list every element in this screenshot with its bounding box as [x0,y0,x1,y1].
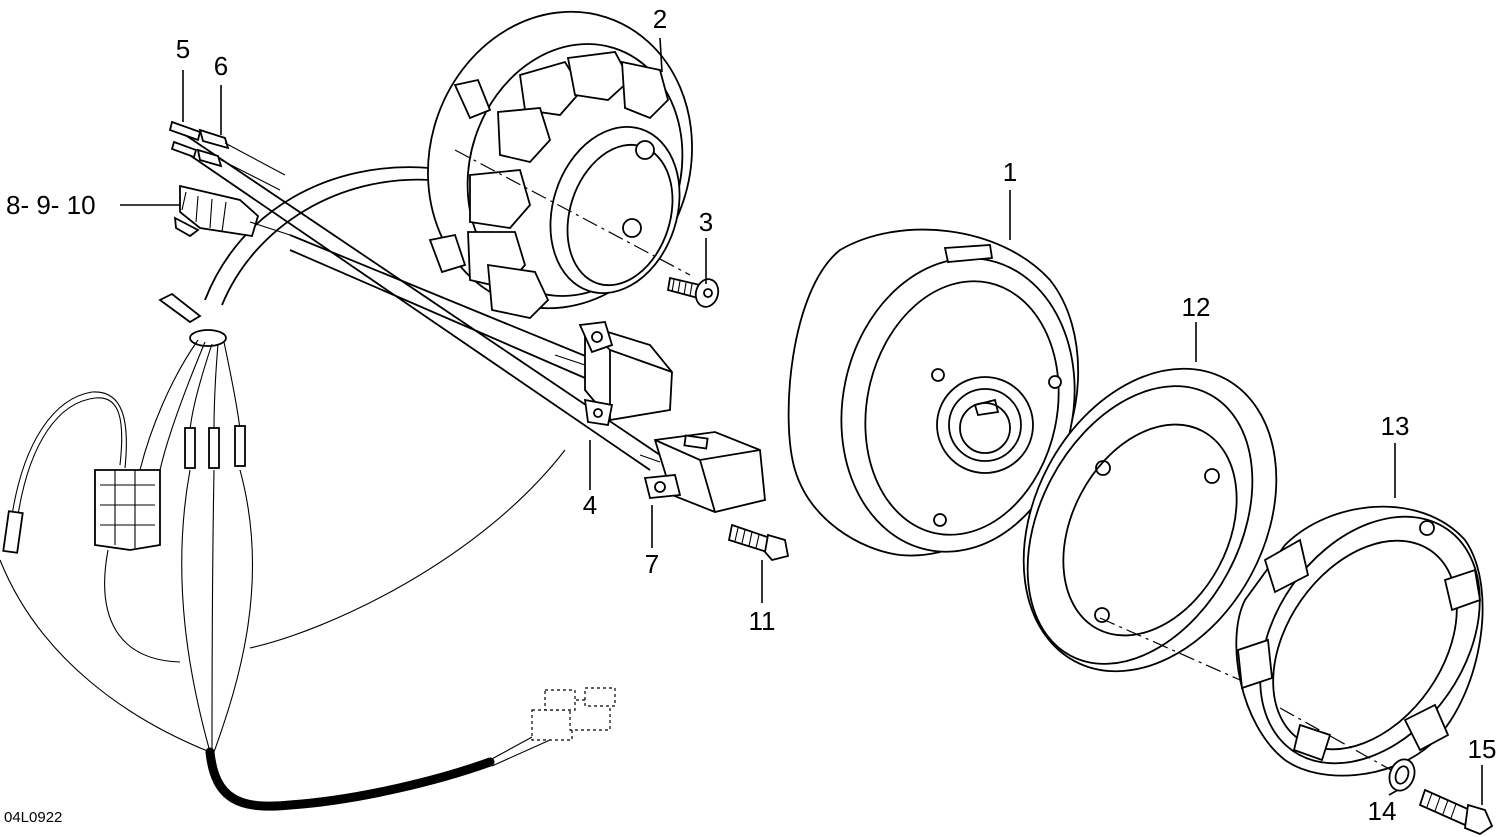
callout-labels: 1 2 3 4 5 6 7 8- 9- 10 11 12 13 14 15 [6,4,1496,826]
callout-3: 3 [699,207,713,237]
callout-6: 6 [214,51,228,81]
flywheel-rotor [787,228,1080,557]
stator-screw [666,276,720,308]
callout-13: 13 [1381,411,1410,441]
connector-phantom [531,687,616,741]
callout-2: 2 [653,4,667,34]
wire-terminals [168,120,286,191]
trigger-coil [554,321,673,427]
stator [427,10,693,319]
plate-axis-line [1099,617,1241,681]
wiring-harness [0,127,661,811]
pickup-sensor [639,431,766,513]
callout-8-9-10: 8- 9- 10 [6,190,96,220]
callout-15: 15 [1468,734,1497,764]
callout-11: 11 [749,606,776,636]
cup-bolt [1418,788,1494,836]
connector-housing [173,184,291,238]
callout-1: 1 [1003,157,1017,187]
cup-axis-line [1279,707,1401,776]
leader-lines [120,37,1483,805]
pickup-screw [727,523,790,562]
starter-cup [1235,505,1484,777]
rotor-plate [1022,367,1278,673]
callout-7: 7 [645,549,659,579]
callout-14: 14 [1368,796,1397,826]
callout-4: 4 [583,490,597,520]
stator-axis-line [454,149,691,276]
callout-5: 5 [176,34,190,64]
callout-12: 12 [1182,292,1211,322]
figure-code: 04L0922 [4,809,62,826]
